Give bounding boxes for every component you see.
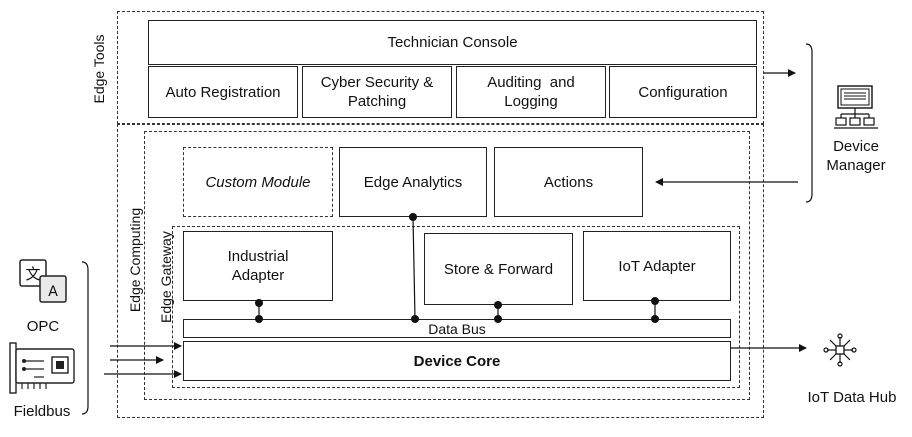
svg-text:文: 文 xyxy=(25,265,40,283)
circuit-card-icon xyxy=(9,342,75,394)
translate-icon: 文 A xyxy=(19,259,67,303)
configuration: Configuration xyxy=(609,66,757,118)
industrial-junction-top xyxy=(255,299,263,307)
iot-junction-top xyxy=(651,297,659,305)
edge-computing-inner xyxy=(144,131,750,400)
edge-computing-region xyxy=(117,124,764,418)
iot-data-hub-label: IoT Data Hub xyxy=(807,389,897,406)
edge-gateway-region xyxy=(172,226,740,388)
analytics-junction-top xyxy=(409,213,417,221)
analytics-bus-line xyxy=(412,216,416,320)
technician-console: Technician Console xyxy=(148,20,757,65)
cyber-security-patching: Cyber Security & Patching xyxy=(302,66,452,118)
hub-network-icon xyxy=(823,333,857,367)
industrial-junction-bottom xyxy=(255,315,263,323)
edge-analytics: Edge Analytics xyxy=(339,147,487,217)
data-bus: Data Bus xyxy=(183,319,731,338)
analytics-junction-bottom xyxy=(411,315,419,323)
edge-tools-region xyxy=(117,11,764,124)
auto-registration: Auto Registration xyxy=(148,66,298,118)
device-manager-bracket xyxy=(805,43,813,203)
opc-label: OPC xyxy=(26,318,60,335)
custom-module: Custom Module xyxy=(183,147,333,217)
server-network-icon xyxy=(834,85,878,129)
actions: Actions xyxy=(494,147,643,217)
inputs-bracket xyxy=(81,261,89,415)
device-manager-label: Device Manager xyxy=(826,138,886,174)
store-forward: Store & Forward xyxy=(424,233,573,305)
iot-junction-bottom xyxy=(651,315,659,323)
iot-adapter: IoT Adapter xyxy=(583,231,731,301)
store-junction-top xyxy=(494,301,502,309)
device-core: Device Core xyxy=(183,341,731,381)
auditing-logging: Auditing and Logging xyxy=(456,66,606,118)
store-junction-bottom xyxy=(494,315,502,323)
industrial-adapter: Industrial Adapter xyxy=(183,231,333,301)
fieldbus-label: Fieldbus xyxy=(13,403,71,420)
svg-text:A: A xyxy=(48,284,58,300)
